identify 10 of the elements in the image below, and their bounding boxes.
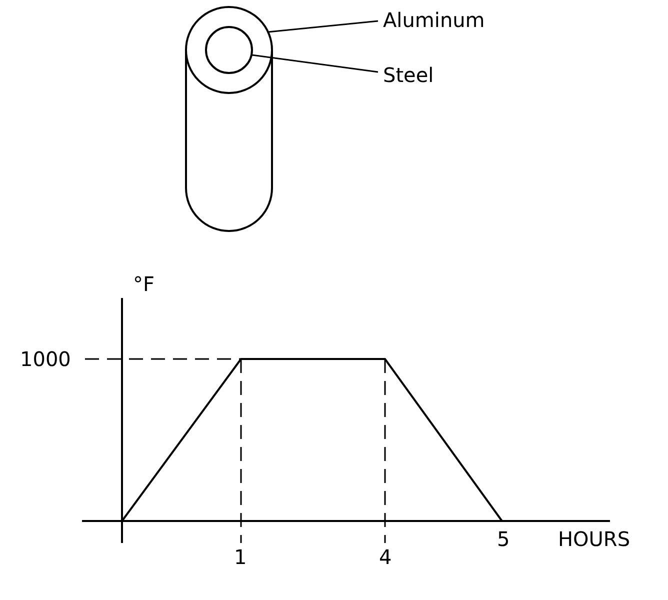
tick-label: 1000	[20, 347, 71, 371]
axis-title: °F	[133, 272, 155, 296]
leader-line	[252, 54, 378, 73]
tick-label: 5	[497, 527, 510, 551]
leader-line	[268, 20, 378, 33]
part-label: Aluminum	[383, 8, 485, 32]
part-label: Steel	[383, 63, 434, 87]
axis-title: HOURS	[558, 527, 630, 551]
tick-label: 4	[379, 545, 392, 569]
tick-label: 1	[234, 545, 247, 569]
